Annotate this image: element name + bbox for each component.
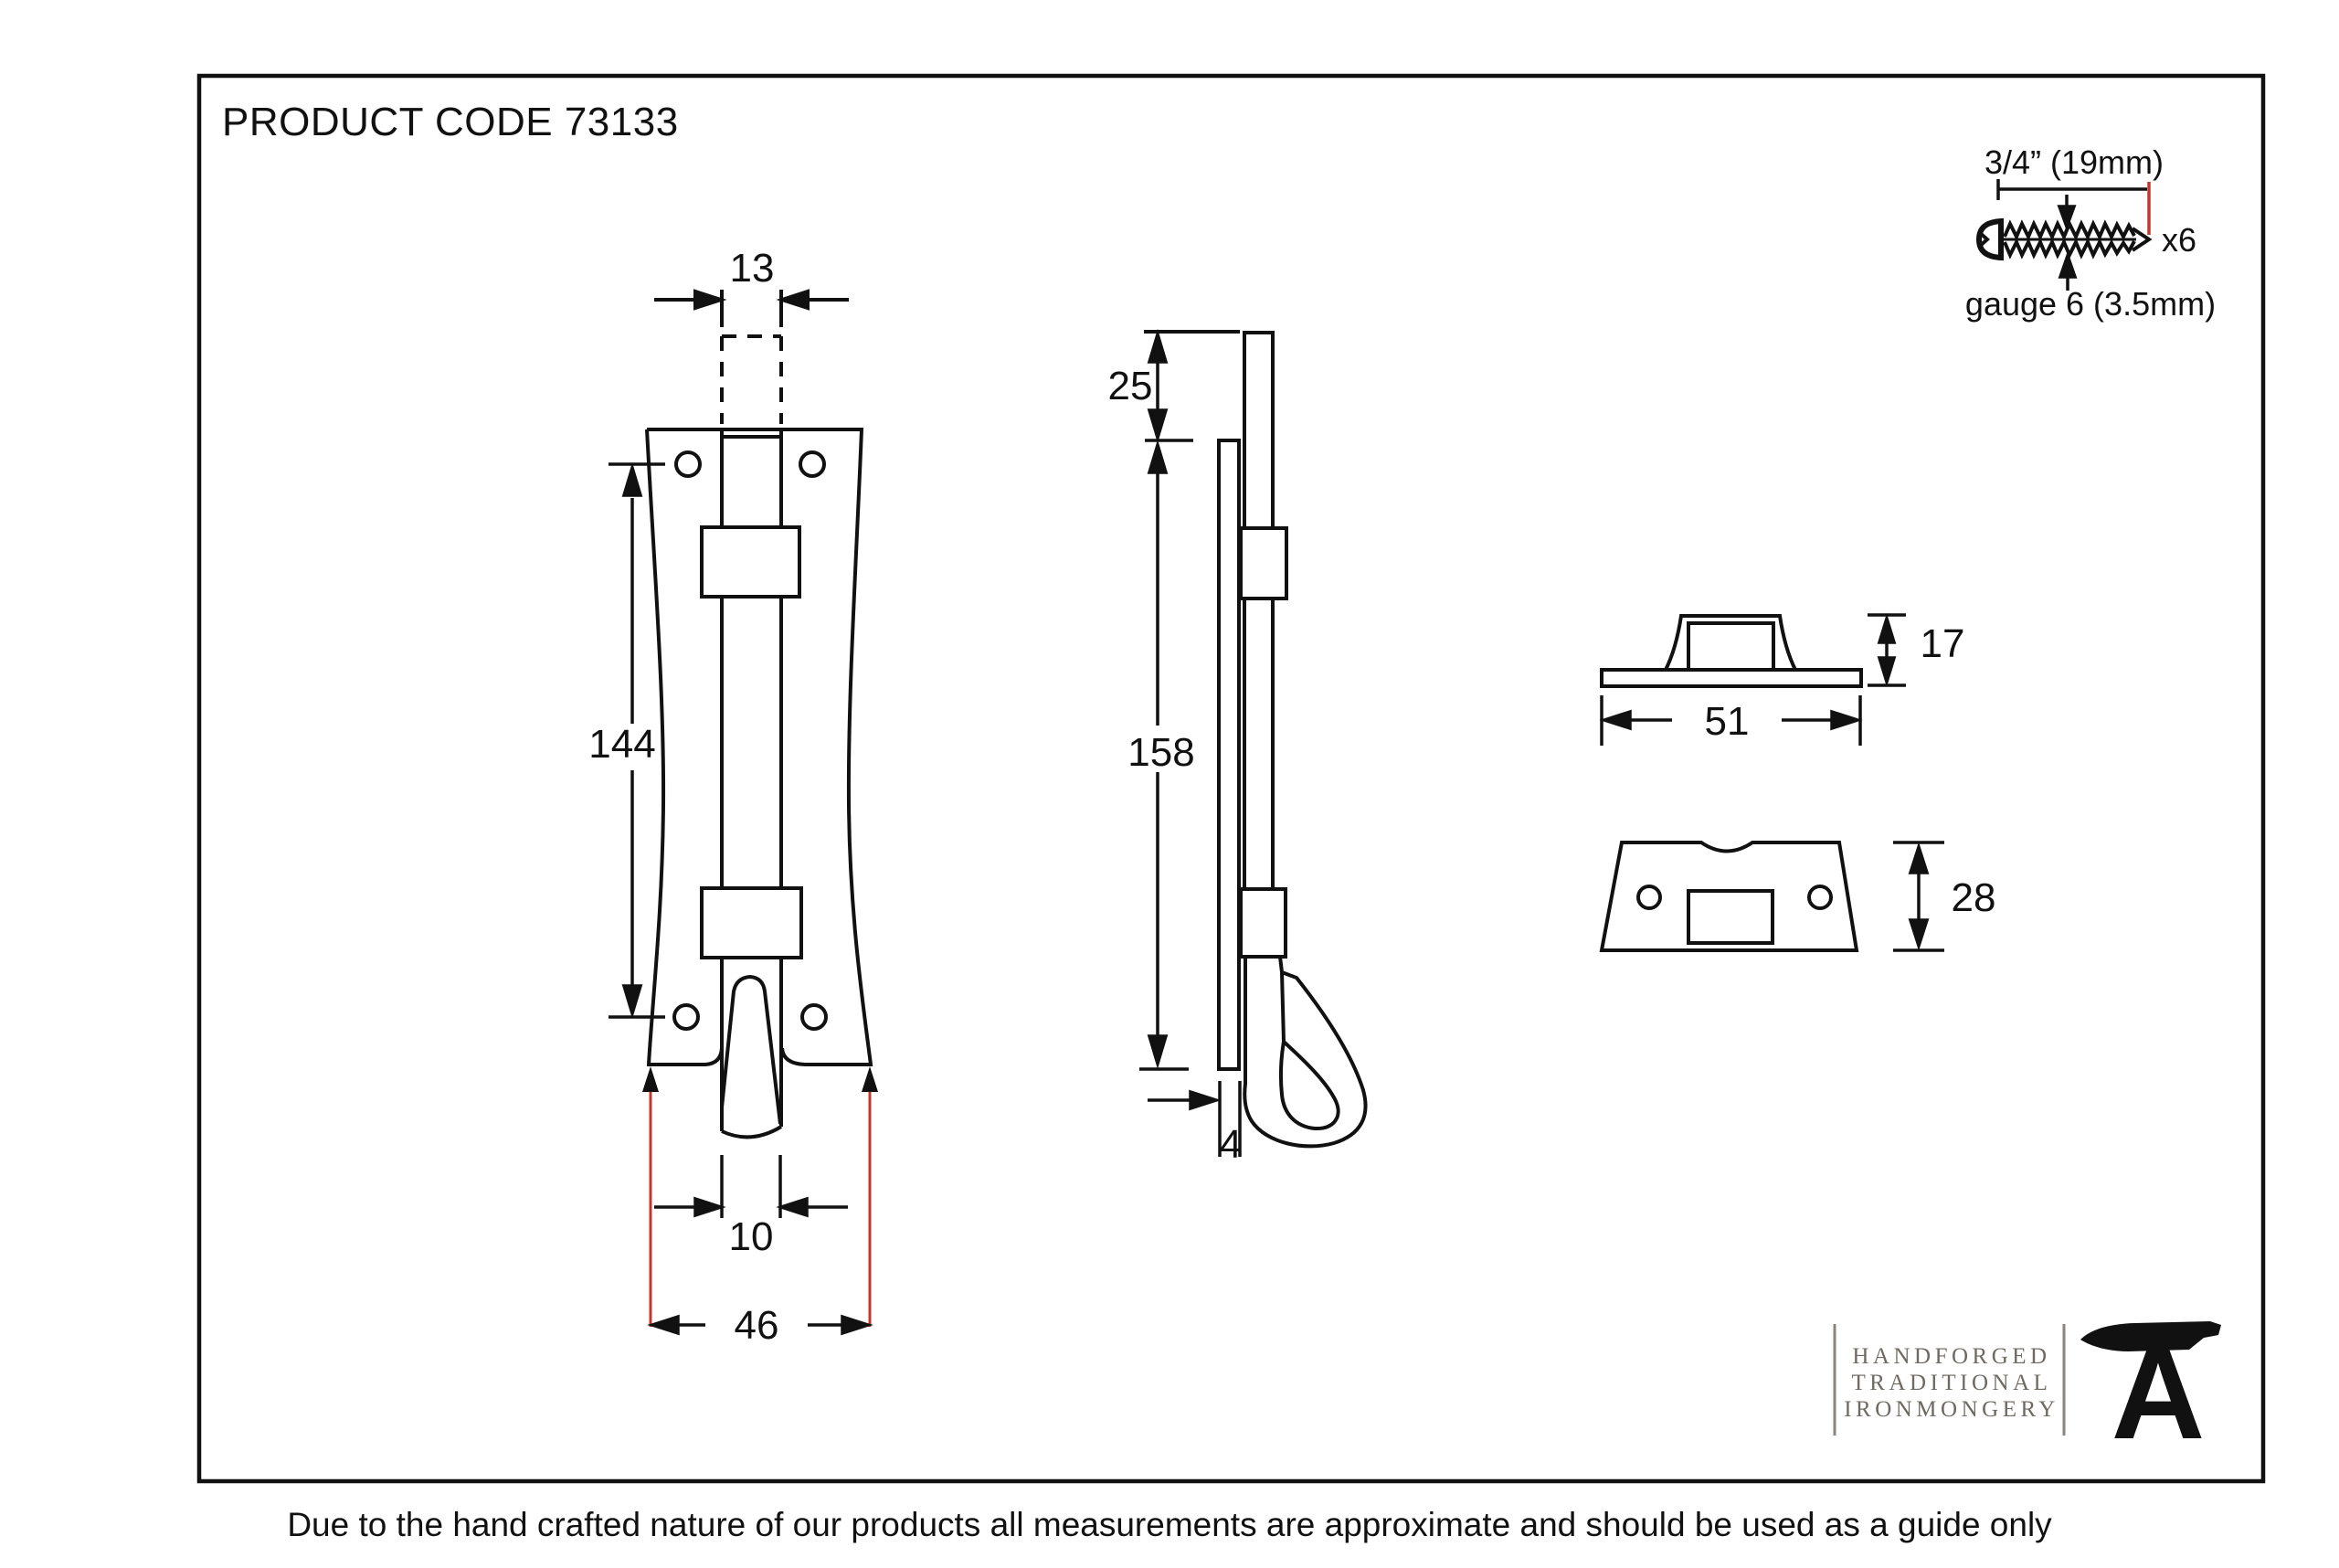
side-view bbox=[1139, 328, 1368, 1157]
side-dim-thickness bbox=[1148, 1081, 1242, 1157]
screw-arrow-up-icon bbox=[2058, 250, 2078, 279]
front-dim-plate-width bbox=[647, 1314, 873, 1336]
front-extension-lines bbox=[649, 1071, 872, 1327]
screw-hole bbox=[800, 1003, 828, 1031]
screw-head-slot bbox=[1977, 230, 1991, 249]
dim-label-144: 144 bbox=[588, 722, 655, 767]
side-staple-upper bbox=[1239, 526, 1288, 600]
screw-hole bbox=[1636, 885, 1662, 910]
screw-hole bbox=[674, 450, 702, 478]
screw-head bbox=[1975, 217, 2004, 261]
keeper-face-dim-height bbox=[1893, 841, 1944, 952]
logo-line-1: HANDFORGED bbox=[1852, 1344, 2050, 1369]
screw-thread-bottom bbox=[2003, 238, 2136, 260]
screw-tip bbox=[2131, 227, 2153, 252]
keeper-base bbox=[1600, 668, 1863, 688]
front-plate-outline-right bbox=[647, 428, 873, 1066]
screw-quantity-label: x6 bbox=[2162, 221, 2196, 259]
side-staple-lower bbox=[1239, 887, 1287, 959]
keeper-face-view bbox=[1599, 841, 1944, 952]
side-loop-hole bbox=[1278, 1038, 1340, 1131]
screw-arrow-down-icon bbox=[2057, 205, 2077, 232]
front-dim-tail-width bbox=[654, 1155, 848, 1218]
dim-label-13: 13 bbox=[730, 246, 775, 291]
screw-gauge-label: gauge 6 (3.5mm) bbox=[1965, 285, 2216, 323]
dim-label-51: 51 bbox=[1705, 699, 1750, 744]
front-plate-outline-left bbox=[645, 429, 724, 1066]
logo-line-3: IRONMONGERY bbox=[1844, 1397, 2059, 1422]
keeper-staple-inner bbox=[1687, 621, 1775, 670]
front-dim-hole-spacing bbox=[609, 461, 665, 1020]
screw-detail bbox=[1975, 179, 2153, 291]
keeper-face-outline bbox=[1599, 841, 1859, 952]
front-bolt-extended-dashed bbox=[720, 334, 783, 424]
screw-length-label: 3/4” (19mm) bbox=[1984, 143, 2164, 181]
front-bolt-rod bbox=[720, 429, 783, 1139]
screw-hole bbox=[799, 450, 826, 478]
side-loop-neck bbox=[1280, 971, 1286, 1043]
keeper-dim-width bbox=[1599, 695, 1863, 746]
front-tail-taper bbox=[720, 974, 782, 1125]
keeper-dim-height bbox=[1868, 613, 1906, 687]
side-dim-length bbox=[1139, 439, 1189, 1071]
extension-arrow bbox=[642, 1066, 659, 1092]
drawing-border bbox=[196, 73, 2266, 1484]
side-dim-throw bbox=[1145, 328, 1193, 444]
front-staple-lower bbox=[700, 886, 803, 959]
screw-thread-top bbox=[2003, 219, 2136, 241]
dim-label-25: 25 bbox=[1108, 364, 1153, 408]
page-title: PRODUCT CODE 73133 bbox=[222, 100, 679, 144]
screw-hole bbox=[1807, 885, 1833, 910]
dim-label-4: 4 bbox=[1220, 1122, 1242, 1167]
side-plate bbox=[1217, 439, 1241, 1071]
front-staple-upper bbox=[700, 525, 801, 599]
side-rod-upper bbox=[1243, 331, 1275, 528]
anvil-icon-top bbox=[2080, 1321, 2221, 1351]
dim-label-158: 158 bbox=[1127, 730, 1194, 775]
dim-label-46: 46 bbox=[735, 1303, 779, 1348]
logo-line-2: TRADITIONAL bbox=[1852, 1371, 2052, 1395]
extension-arrow bbox=[862, 1066, 878, 1092]
dim-label-28: 28 bbox=[1952, 875, 1996, 920]
screw-hole bbox=[672, 1003, 700, 1031]
front-view bbox=[609, 289, 878, 1336]
brand-logo: HANDFORGED TRADITIONAL IRONMONGERY A bbox=[1833, 1321, 2221, 1467]
dim-label-17: 17 bbox=[1921, 621, 1965, 666]
keeper-staple-outer bbox=[1664, 614, 1797, 671]
dim-label-10: 10 bbox=[729, 1214, 774, 1259]
front-dim-bolt-width bbox=[654, 289, 849, 327]
keeper-profile-view bbox=[1599, 613, 1906, 746]
keeper-slot bbox=[1687, 889, 1774, 945]
disclaimer-text: Due to the hand crafted nature of our pr… bbox=[287, 1506, 2052, 1543]
